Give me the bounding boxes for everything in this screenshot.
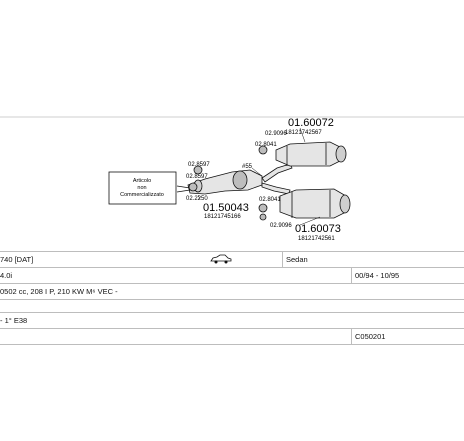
note-line-3: Commercializzato xyxy=(120,192,164,198)
engine-label: 4.0i xyxy=(0,271,13,280)
info-row-catalog: C050201 xyxy=(0,328,464,345)
catalog-number-label: C050201 xyxy=(355,332,386,341)
exhaust-diagram: Articolo non Commercializzato xyxy=(0,116,464,242)
front-left-label-2: 02.8597 xyxy=(186,174,208,180)
rear-bottom-part-number: 01.60073 xyxy=(295,223,341,235)
note-line-1: Articolo xyxy=(133,178,151,184)
rear-bottom-ref: 18121742561 xyxy=(298,236,335,242)
rear-muffler-top xyxy=(275,141,347,167)
body-type-label: Sedan xyxy=(286,255,308,264)
front-left-label-3: 02.2250 xyxy=(186,196,208,202)
not-sold-note-box: Articolo non Commercializzato xyxy=(108,171,177,205)
note-line-2: non xyxy=(137,185,146,191)
rear-muffler-bottom xyxy=(279,188,351,219)
info-row-engine-details: 0502 cc, 208 I P, 210 KW M⁶ VEC - xyxy=(0,283,464,299)
clamp-icon xyxy=(188,145,268,221)
clamp-top-label-1: 02.9096 xyxy=(265,131,287,137)
car-icon xyxy=(210,254,232,264)
center-pipe xyxy=(261,163,293,195)
front-pipe xyxy=(176,169,263,195)
vehicle-info-table: 740 [DAT] Sedan 4.0i 00/94 - 10/95 0502 … xyxy=(0,251,464,345)
rear-top-part-number: 01.60072 xyxy=(288,117,334,129)
info-row-spacer xyxy=(0,299,464,312)
info-row-model: 740 [DAT] Sedan xyxy=(0,251,464,267)
years-label: 00/94 - 10/95 xyxy=(355,271,400,280)
clamp-bottom-label-2: 02.9096 xyxy=(270,223,292,229)
rear-top-ref: 18121742567 xyxy=(285,130,322,136)
front-left-label-1: 02.8597 xyxy=(188,162,210,168)
leader-lines xyxy=(197,127,321,226)
mid-ref: 18121745166 xyxy=(204,214,241,220)
model-label: 740 [DAT] xyxy=(0,255,34,264)
clamp-bottom-label-1: 02.8041 xyxy=(259,197,281,203)
chassis-label: - 1° E38 xyxy=(0,316,28,325)
mid-part-number: 01.50043 xyxy=(203,202,249,214)
engine-details-label: 0502 cc, 208 I P, 210 KW M⁶ VEC - xyxy=(0,287,118,296)
hash-label: #55 xyxy=(242,164,253,170)
info-row-chassis: - 1° E38 xyxy=(0,312,464,328)
clamp-top-label-2: 02.8041 xyxy=(255,142,277,148)
info-row-engine: 4.0i 00/94 - 10/95 xyxy=(0,267,464,283)
